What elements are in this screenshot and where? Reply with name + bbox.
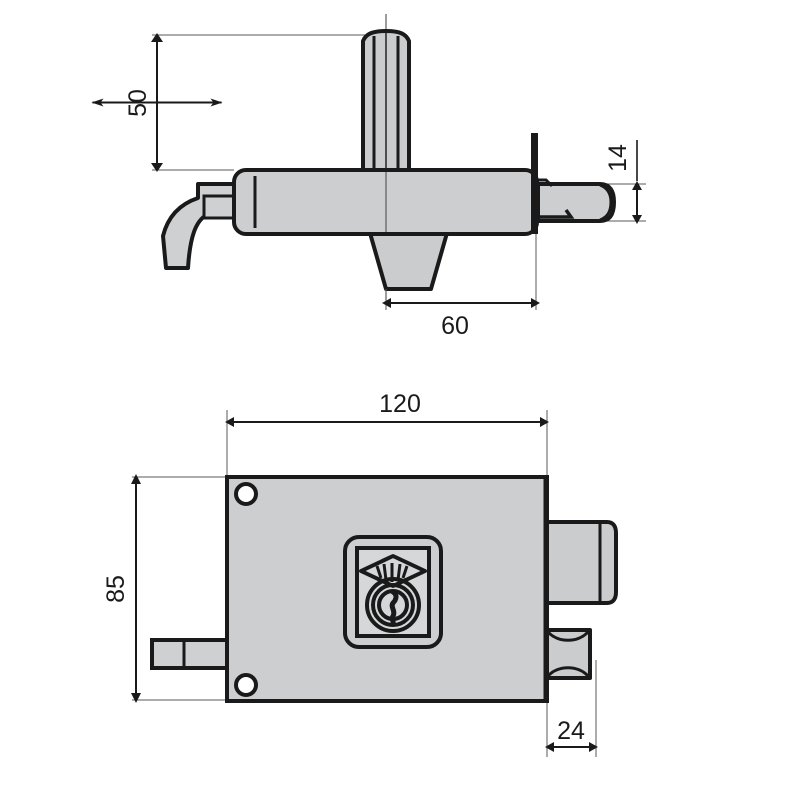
dimension-60-label: 60 [441, 312, 469, 340]
dimension-24-label: 24 [557, 717, 585, 745]
dead-bolt-front [543, 520, 618, 605]
dimension-14-label: 14 [604, 144, 632, 172]
cone-boss [368, 231, 449, 291]
screw-hole-top [234, 482, 258, 506]
dimension-120: 120 [225, 390, 549, 427]
latch-bolt-front [543, 628, 592, 680]
keyhole-icon [389, 589, 399, 627]
cylinder-stem [361, 29, 411, 178]
dimension-60: 60 [382, 234, 540, 340]
dimension-24: 24 [545, 717, 598, 752]
top-view: 50 14 60 [91, 14, 646, 340]
dimension-14: 14 [604, 140, 642, 224]
dead-bolt [536, 178, 616, 223]
strike-tab [150, 638, 230, 670]
dimension-50: 50 [91, 33, 223, 172]
front-view: 120 85 24 [102, 390, 618, 757]
screw-hole-bottom [234, 673, 258, 697]
dimension-85: 85 [102, 474, 141, 703]
faceplate-fin [531, 133, 538, 234]
dimension-50-label: 50 [124, 89, 152, 117]
dimension-85-label: 85 [102, 575, 130, 603]
keyhole-escutcheon[interactable] [343, 535, 443, 649]
dimension-120-label: 120 [379, 390, 421, 418]
